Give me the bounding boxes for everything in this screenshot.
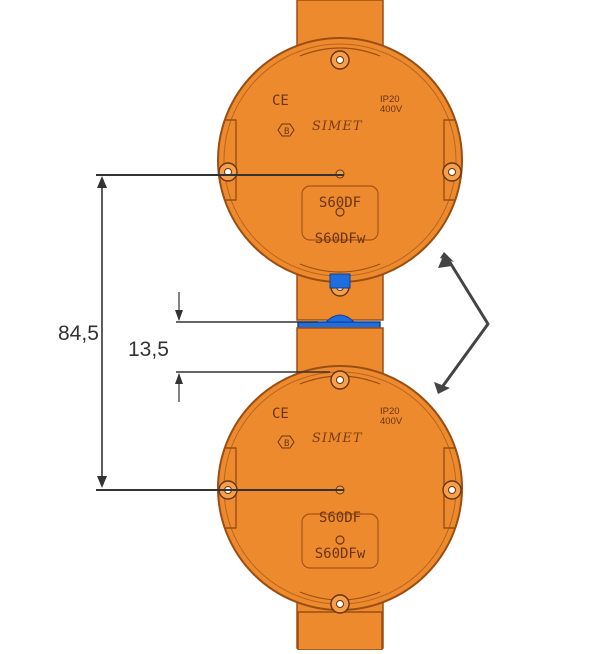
upper-ip-rating: IP20 (380, 94, 400, 105)
bottom-lug (297, 611, 383, 651)
svg-text:B: B (284, 127, 289, 137)
lower-ce-mark: CE (272, 406, 289, 422)
connection-arrow-icon (434, 252, 490, 394)
upper-model-secondary: S60DFw (315, 231, 366, 247)
svg-text:B: B (284, 439, 289, 449)
upper-b-mark-icon: B (277, 123, 295, 137)
upper-ce-mark: CE (272, 93, 289, 109)
lower-ip-rating: IP20 (380, 406, 400, 417)
lower-b-mark-icon: B (277, 435, 295, 449)
center-distance-dimension: 84,5 (58, 174, 344, 491)
upper-top-screw-icon (330, 50, 350, 70)
lower-right-screw-icon (442, 480, 462, 500)
upper-right-screw-icon (442, 162, 462, 182)
lower-model-secondary: S60DFw (315, 546, 366, 562)
upper-junction-box: CE B SIMET IP20 400V S60DF S60DFw (217, 0, 463, 321)
lower-voltage: 400V (380, 416, 403, 427)
upper-brand-logo: SIMET (312, 119, 363, 134)
connector-gap-label: 13,5 (128, 338, 169, 361)
center-distance-label: 84,5 (58, 322, 99, 345)
upper-voltage: 400V (380, 104, 403, 115)
lower-brand-logo: SIMET (312, 431, 363, 446)
lower-top-screw-icon (330, 370, 350, 390)
upper-left-screw-icon (218, 162, 238, 182)
upper-model-primary: S60DF (319, 195, 361, 211)
lower-model-primary: S60DF (319, 510, 361, 526)
connector-gap-dimension: 13,5 (128, 292, 330, 402)
